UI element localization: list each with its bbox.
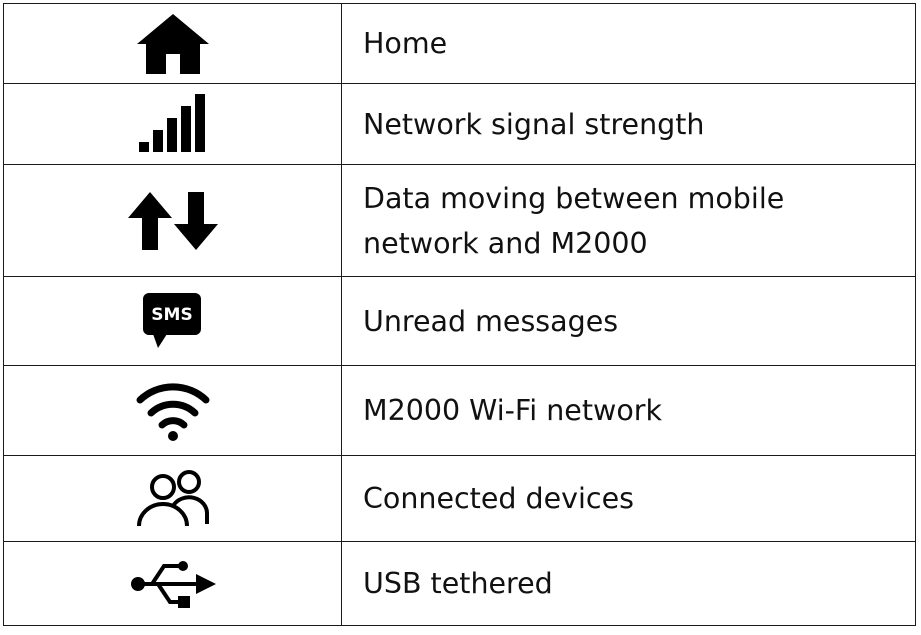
legend-label: USB tethered bbox=[341, 541, 916, 626]
icon-cell: SMS bbox=[3, 276, 342, 366]
signal-strength-icon bbox=[138, 94, 205, 152]
icon-cell bbox=[3, 455, 342, 542]
legend-label: Connected devices bbox=[341, 455, 916, 542]
legend-row-home: Home bbox=[3, 3, 916, 84]
legend-label: Home bbox=[341, 3, 916, 84]
status-icon-legend-table: Home Network signal strength bbox=[3, 3, 916, 626]
legend-row-usb: USB tethered bbox=[3, 541, 916, 626]
wifi-icon bbox=[136, 382, 209, 441]
icon-cell bbox=[3, 365, 342, 456]
icon-cell bbox=[3, 164, 342, 277]
connected-devices-icon bbox=[136, 469, 209, 526]
legend-row-signal: Network signal strength bbox=[3, 83, 916, 165]
legend-row-connected-devices: Connected devices bbox=[3, 455, 916, 542]
legend-label: Unread messages bbox=[341, 276, 916, 366]
data-transfer-arrows-icon bbox=[127, 191, 218, 250]
icon-cell bbox=[3, 541, 342, 626]
legend-row-data-transfer: Data moving between mobile network and M2… bbox=[3, 164, 916, 277]
legend-row-sms: SMS Unread messages bbox=[3, 276, 916, 366]
icon-cell bbox=[3, 3, 342, 84]
legend-row-wifi: M2000 Wi-Fi network bbox=[3, 365, 916, 456]
home-icon bbox=[136, 13, 209, 74]
legend-label-line: network and M2000 bbox=[363, 226, 648, 260]
usb-icon bbox=[130, 560, 216, 608]
legend-label: Network signal strength bbox=[341, 83, 916, 165]
legend-label-line: Data moving between mobile bbox=[363, 181, 785, 215]
icon-cell bbox=[3, 83, 342, 165]
sms-message-icon: SMS bbox=[142, 293, 201, 348]
legend-label: M2000 Wi-Fi network bbox=[341, 365, 916, 456]
sms-badge-text: SMS bbox=[151, 305, 192, 325]
legend-label: Data moving between mobile network and M2… bbox=[341, 164, 916, 277]
